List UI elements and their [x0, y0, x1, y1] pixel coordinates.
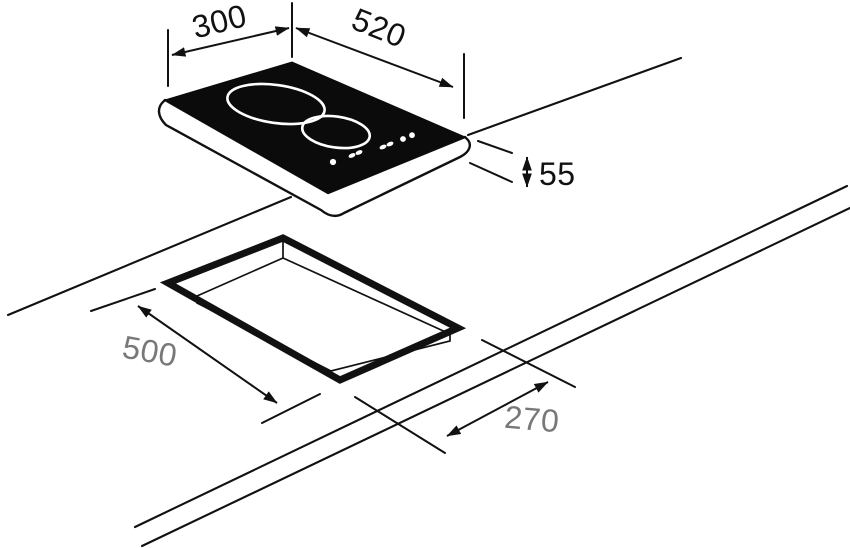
dimension-arrow-500	[137, 305, 278, 404]
control-dot	[379, 144, 387, 150]
worktop-cutout	[159, 234, 467, 384]
countertop	[6, 56, 850, 548]
dimension-hob-height: 55	[469, 140, 576, 192]
dimension-cutout-width: 270	[354, 339, 576, 454]
dim-label-cutout-width: 270	[503, 399, 561, 440]
extension-line	[481, 339, 576, 388]
leader-line-top	[477, 140, 513, 154]
counter-front-edge-bottom	[140, 206, 850, 548]
control-dot	[409, 132, 415, 139]
counter-back-edge-left	[6, 195, 293, 317]
cutout-rim	[159, 234, 467, 384]
dimension-arrow-300	[171, 26, 290, 57]
leader-line-bottom	[469, 162, 513, 183]
dimension-arrow-270	[446, 381, 549, 437]
burner-zone-small	[300, 114, 372, 150]
dim-label-hob-height: 55	[539, 156, 576, 192]
dim-label-cutout-length: 500	[120, 329, 180, 374]
extension-line	[354, 396, 446, 454]
extension-line	[90, 288, 156, 312]
touch-controls	[329, 132, 415, 166]
induction-hob	[157, 61, 472, 218]
counter-front-edge-top	[133, 184, 849, 529]
dim-label-hob-depth: 520	[347, 1, 411, 55]
control-dot	[355, 150, 363, 155]
extension-line	[261, 393, 321, 424]
hob-side-skirt	[157, 98, 472, 218]
cutout-inner-depth-lines	[196, 240, 451, 372]
control-dot	[386, 141, 394, 147]
control-dot	[329, 158, 337, 166]
dimension-arrow-520	[295, 27, 454, 88]
control-dot	[348, 153, 356, 158]
burner-zone-large	[226, 82, 326, 126]
counter-back-edge-right	[466, 56, 683, 137]
control-dot	[400, 136, 406, 142]
hob-glass-surface	[163, 61, 467, 194]
